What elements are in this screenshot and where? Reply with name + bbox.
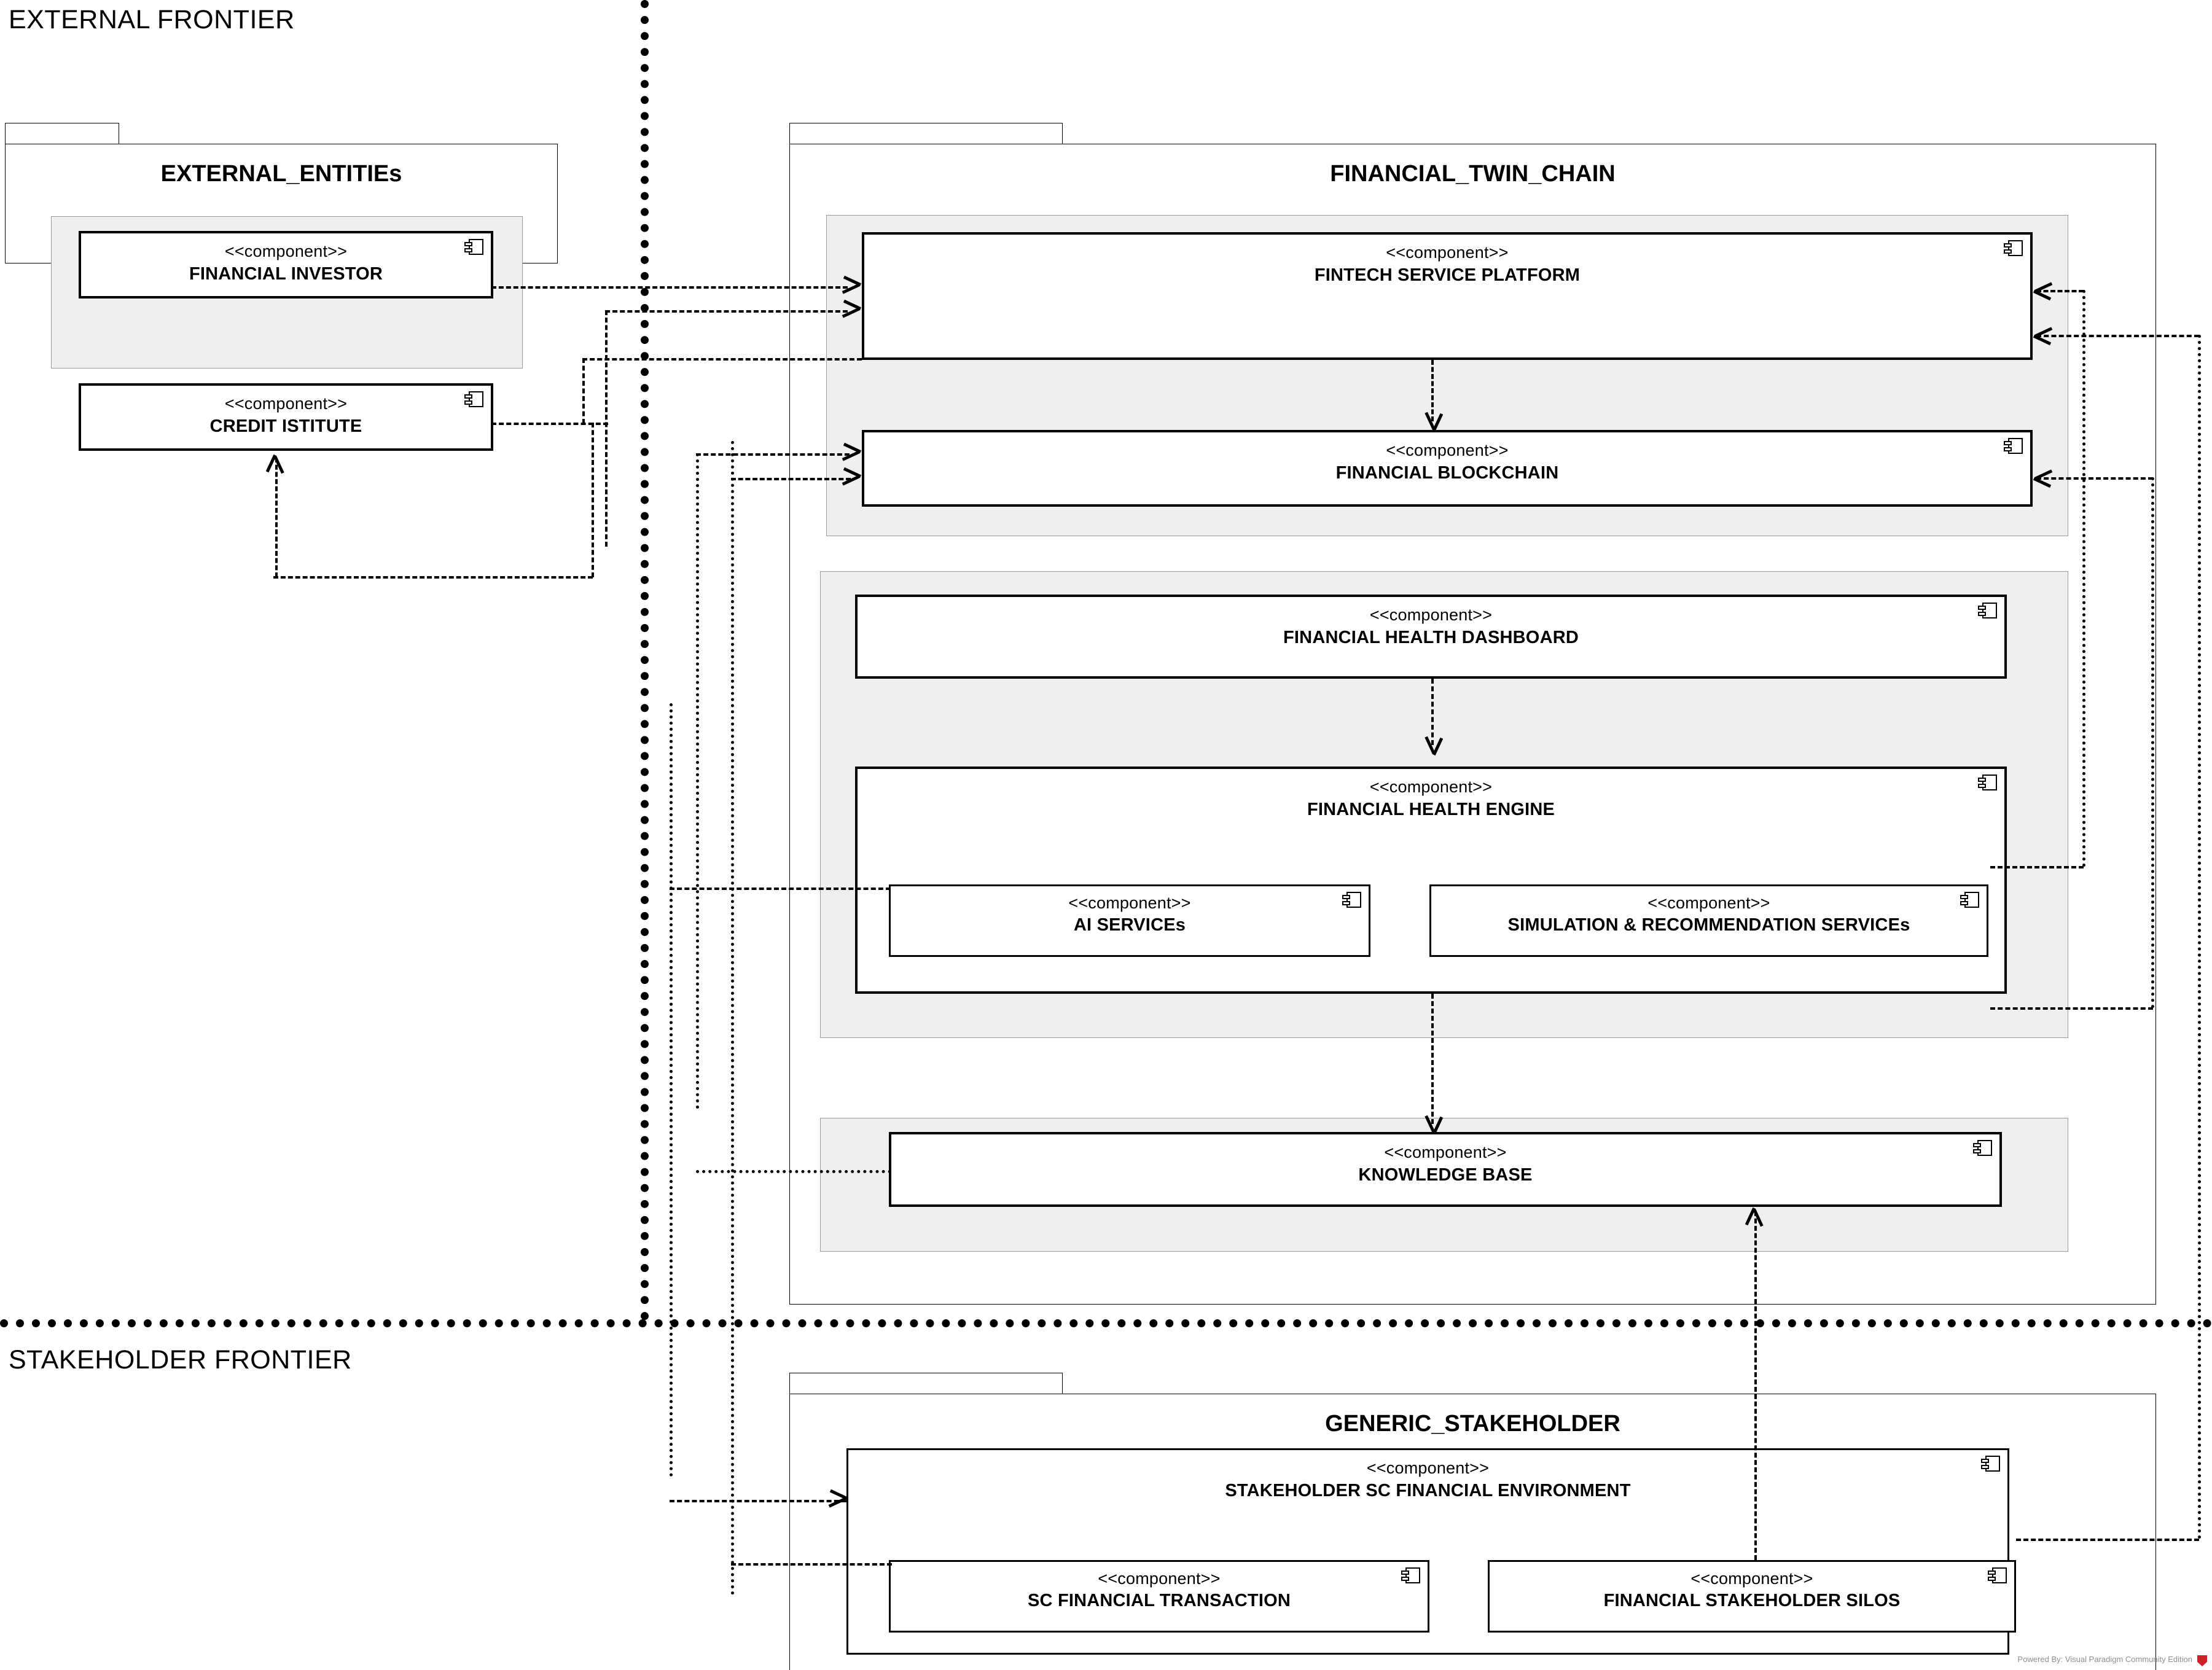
- component-stakeholder-sc-financial-environment[interactable]: <<component>> STAKEHOLDER SC FINANCIAL E…: [846, 1448, 2009, 1655]
- component-icon: [2004, 438, 2023, 454]
- connector-to-ai-services: [670, 888, 891, 890]
- connector-credit-to-platform-vertical: [582, 358, 585, 424]
- component-credit-istitute[interactable]: <<component>> CREDIT ISTITUTE: [79, 383, 493, 451]
- package-title-generic-stakeholder: GENERIC_STAKEHOLDER: [1325, 1411, 1620, 1437]
- component-financial-health-dashboard[interactable]: <<component>> FINANCIAL HEALTH DASHBOARD: [855, 595, 2007, 679]
- component-label: FINANCIAL INVESTOR: [189, 264, 383, 284]
- component-icon: [464, 391, 483, 407]
- component-label: FINANCIAL STAKEHOLDER SILOS: [1603, 1591, 1901, 1610]
- component-financial-investor[interactable]: <<component>> FINANCIAL INVESTOR: [79, 231, 493, 298]
- component-stereotype: <<component>>: [1098, 1569, 1221, 1588]
- component-financial-blockchain[interactable]: <<component>> FINANCIAL BLOCKCHAIN: [862, 430, 2033, 507]
- component-label: AI SERVICEs: [1073, 915, 1186, 935]
- visual-paradigm-logo-icon: [2197, 1655, 2207, 1666]
- connector-return-platform-a-bottom: [1990, 866, 2084, 868]
- component-stereotype: <<component>>: [224, 242, 348, 260]
- component-icon: [1342, 892, 1361, 908]
- component-icon: [1981, 1456, 2000, 1472]
- component-icon: [1960, 892, 1979, 908]
- connector-elbow-vertical-a: [605, 310, 608, 547]
- component-stereotype: <<component>>: [224, 394, 348, 413]
- component-stereotype: <<component>>: [1690, 1569, 1813, 1588]
- package-tab-generic-stakeholder: [789, 1373, 1063, 1395]
- component-stereotype: <<component>>: [1386, 243, 1509, 262]
- component-label: SC FINANCIAL TRANSACTION: [1028, 1591, 1291, 1610]
- connector-engine-to-knowledge-base: [1431, 994, 1434, 1124]
- connector-to-stakeholder-environment: [670, 1500, 846, 1502]
- connector-rail-left-mid: [731, 441, 734, 1596]
- connector-return-platform-b-h: [2036, 335, 2199, 337]
- component-icon: [2004, 240, 2023, 256]
- component-icon: [1988, 1567, 2007, 1583]
- connector-to-sc-financial-transaction: [731, 1563, 892, 1566]
- component-icon: [464, 239, 483, 255]
- connector-credit-to-platform-upper: [582, 358, 862, 361]
- component-financial-health-engine[interactable]: <<component>> FINANCIAL HEALTH ENGINE: [855, 767, 2007, 994]
- component-stereotype: <<component>>: [1366, 1459, 1490, 1477]
- component-sc-financial-transaction[interactable]: <<component>> SC FINANCIAL TRANSACTION: [889, 1560, 1429, 1633]
- connector-return-to-credit-horizontal: [273, 576, 593, 579]
- connector-return-blockchain-bottom: [1990, 1007, 2153, 1010]
- connector-return-blockchain-v: [2151, 477, 2154, 1009]
- component-stereotype: <<component>>: [1386, 441, 1509, 459]
- connector-silos-to-knowledge-base: [1754, 1211, 1757, 1560]
- component-label: STAKEHOLDER SC FINANCIAL ENVIRONMENT: [1225, 1481, 1631, 1500]
- connector-investor-to-platform: [491, 286, 848, 289]
- component-label: FINANCIAL HEALTH ENGINE: [1307, 800, 1555, 819]
- package-tab-external-entities: [5, 123, 119, 145]
- component-label: FINANCIAL BLOCKCHAIN: [1335, 463, 1559, 483]
- connector-elbow-horizontal-a: [605, 310, 848, 313]
- component-simulation-recommendation-services[interactable]: <<component>> SIMULATION & RECOMMENDATIO…: [1429, 884, 1988, 957]
- connector-return-to-credit-vertical: [592, 423, 594, 577]
- connector-return-platform-a-v: [2082, 290, 2085, 867]
- connector-return-blockchain-h: [2036, 477, 2153, 480]
- connector-to-knowledge-base: [696, 1170, 891, 1173]
- component-stereotype: <<component>>: [1384, 1143, 1507, 1161]
- component-fintech-service-platform[interactable]: <<component>> FINTECH SERVICE PLATFORM: [862, 232, 2033, 360]
- connector-dashboard-to-engine: [1431, 679, 1434, 745]
- connector-rail-left-inner: [696, 453, 699, 1109]
- component-stereotype: <<component>>: [1647, 894, 1770, 912]
- component-icon: [1973, 1140, 1992, 1156]
- connector-rail-left-outer: [670, 703, 673, 1477]
- stakeholder-frontier-label: STAKEHOLDER FRONTIER: [9, 1345, 352, 1375]
- watermark-text: Powered By: Visual Paradigm Community Ed…: [2017, 1655, 2192, 1664]
- component-ai-services[interactable]: <<component>> AI SERVICEs: [889, 884, 1370, 957]
- component-stereotype: <<component>>: [1369, 778, 1493, 796]
- component-label: CREDIT ISTITUTE: [209, 416, 362, 436]
- connector-return-platform-a-h: [2036, 290, 2084, 292]
- connector-to-blockchain-port2: [731, 478, 851, 480]
- package-tab-financial-twin-chain: [789, 123, 1063, 145]
- component-icon: [1401, 1567, 1420, 1583]
- component-label: SIMULATION & RECOMMENDATION SERVICEs: [1507, 915, 1910, 935]
- package-title-external-entities: EXTERNAL_ENTITIEs: [160, 161, 402, 187]
- component-stereotype: <<component>>: [1068, 894, 1191, 912]
- external-frontier-label: EXTERNAL FRONTIER: [9, 5, 295, 34]
- connector-credit-to-platform-lower: [491, 423, 608, 425]
- component-icon: [1978, 603, 1997, 618]
- connector-to-blockchain-port1: [696, 453, 850, 456]
- component-knowledge-base[interactable]: <<component>> KNOWLEDGE BASE: [889, 1132, 2002, 1207]
- stakeholder-frontier-divider-horizontal: [0, 1319, 2212, 1327]
- connector-return-platform-b-v: [2198, 335, 2201, 1540]
- connector-platform-to-blockchain: [1431, 360, 1434, 421]
- external-frontier-divider-vertical: [641, 0, 649, 1321]
- component-icon: [1978, 775, 1997, 790]
- component-stereotype: <<component>>: [1369, 606, 1493, 624]
- component-financial-stakeholder-silos[interactable]: <<component>> FINANCIAL STAKEHOLDER SILO…: [1488, 1560, 2016, 1633]
- component-label: KNOWLEDGE BASE: [1358, 1165, 1533, 1185]
- package-title-financial-twin-chain: FINANCIAL_TWIN_CHAIN: [1330, 161, 1616, 187]
- component-label: FINTECH SERVICE PLATFORM: [1314, 265, 1581, 285]
- component-label: FINANCIAL HEALTH DASHBOARD: [1283, 628, 1579, 647]
- connector-return-to-credit-up: [275, 458, 278, 577]
- connector-return-platform-b-bottom: [2016, 1539, 2199, 1541]
